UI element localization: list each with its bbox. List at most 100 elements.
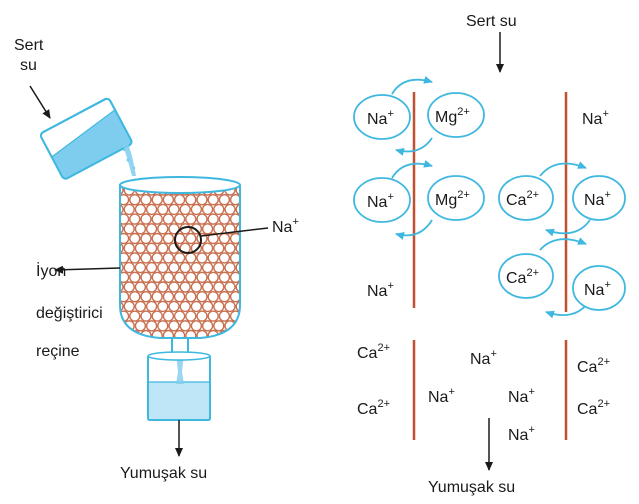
left-hard-water-label: Sert bbox=[14, 37, 44, 54]
resin-bead bbox=[229, 271, 240, 283]
resin-bead bbox=[207, 252, 219, 264]
ion-na-pair2: Na+ bbox=[367, 191, 394, 211]
resin-bead bbox=[162, 193, 175, 206]
resin-bead bbox=[213, 203, 225, 216]
resin-bead bbox=[120, 213, 130, 225]
resin-bead bbox=[151, 252, 163, 264]
exchange-pair-2: Na+ Mg2+ bbox=[353, 159, 485, 240]
exchange-pair-3: Ca2+ Na+ bbox=[498, 161, 626, 237]
resin-bead bbox=[235, 320, 240, 332]
resin-bead bbox=[145, 281, 158, 293]
resin-bead bbox=[207, 213, 219, 225]
resin-bead bbox=[218, 193, 231, 206]
resin-bead bbox=[201, 320, 214, 332]
resin-bead bbox=[213, 223, 225, 235]
exchange-pair-1: Na+ Mg2+ bbox=[353, 75, 485, 156]
resin-bead bbox=[157, 203, 169, 216]
resin-bead bbox=[129, 252, 141, 264]
resin-bead bbox=[134, 320, 147, 332]
resin-bead bbox=[235, 281, 240, 293]
resin-bead bbox=[213, 300, 225, 313]
resin-bead bbox=[224, 242, 236, 254]
resin-bead bbox=[162, 329, 175, 338]
resin-bead bbox=[207, 193, 219, 206]
resin-bead bbox=[120, 242, 124, 254]
resin-bead bbox=[173, 291, 186, 303]
resin-bead bbox=[235, 300, 240, 313]
resin-bead bbox=[179, 203, 191, 216]
resin-bead bbox=[157, 242, 169, 254]
pour-stream bbox=[118, 128, 136, 176]
resin-bead bbox=[173, 213, 186, 225]
left-hard-water-label-2: su bbox=[20, 57, 37, 74]
resin-bead bbox=[185, 271, 197, 283]
resin-bead bbox=[218, 271, 231, 283]
na-pointer-line bbox=[200, 227, 269, 237]
resin-bead bbox=[229, 213, 240, 225]
resin-bead bbox=[179, 261, 191, 274]
resin-bead bbox=[201, 223, 214, 235]
ion-na-pair3: Na+ bbox=[584, 189, 611, 209]
resin-label-line3: reçine bbox=[36, 343, 80, 360]
resin-bead bbox=[201, 203, 214, 216]
free-na-left-mid: Na+ bbox=[367, 280, 394, 300]
resin-bead bbox=[224, 300, 236, 313]
resin-bead bbox=[134, 223, 147, 235]
resin-bead bbox=[190, 203, 203, 216]
resin-bead bbox=[218, 252, 231, 264]
resin-bead bbox=[207, 232, 219, 245]
free-ca-left-2: Ca2+ bbox=[357, 398, 390, 418]
resin-bead bbox=[224, 281, 236, 293]
resin-bead bbox=[235, 242, 240, 254]
resin-bead bbox=[123, 203, 135, 216]
resin-bead bbox=[173, 310, 186, 322]
resin-bead bbox=[145, 261, 158, 274]
resin-bead bbox=[151, 213, 163, 225]
resin-bead bbox=[168, 320, 180, 332]
resin-bead bbox=[162, 232, 175, 245]
resin-bead bbox=[218, 213, 231, 225]
resin-bead bbox=[162, 310, 175, 322]
resin-bead bbox=[179, 320, 191, 332]
resin-bead bbox=[201, 242, 214, 254]
resin-bead bbox=[140, 291, 152, 303]
resin-bead bbox=[120, 291, 130, 303]
resin-bead bbox=[173, 271, 186, 283]
resin-bead bbox=[196, 213, 208, 225]
free-ca-left-1: Ca2+ bbox=[357, 342, 390, 362]
resin-bead bbox=[129, 310, 141, 322]
resin-bead bbox=[151, 232, 163, 245]
resin-bead bbox=[173, 193, 186, 206]
resin-bead bbox=[229, 252, 240, 264]
resin-bead bbox=[207, 291, 219, 303]
resin-bead bbox=[120, 193, 130, 206]
resin-bead bbox=[157, 261, 169, 274]
free-ca-right-1: Ca2+ bbox=[577, 356, 610, 376]
resin-label-arrow bbox=[54, 265, 121, 274]
resin-bead bbox=[120, 329, 130, 338]
resin-na-ion: Na+ bbox=[272, 216, 299, 236]
exchange-pair-4: Ca2+ Na+ bbox=[498, 237, 626, 319]
resin-bead bbox=[145, 223, 158, 235]
resin-bead bbox=[120, 223, 124, 235]
resin-bead bbox=[120, 320, 124, 332]
resin-bead bbox=[224, 223, 236, 235]
resin-bead bbox=[162, 213, 175, 225]
magnify-circle bbox=[174, 226, 202, 254]
resin-bead bbox=[162, 291, 175, 303]
resin-bead bbox=[173, 329, 186, 338]
resin-bead bbox=[190, 281, 203, 293]
resin-bead bbox=[129, 291, 141, 303]
ion-na-pair4: Na+ bbox=[584, 279, 611, 299]
resin-bead bbox=[134, 300, 147, 313]
resin-bead bbox=[190, 261, 203, 274]
right-soft-water-label: Yumuşak su bbox=[428, 479, 515, 496]
resin-bead bbox=[235, 261, 240, 274]
resin-bead bbox=[151, 329, 163, 338]
resin-bead bbox=[196, 193, 208, 206]
resin-bead bbox=[157, 281, 169, 293]
resin-bead bbox=[134, 261, 147, 274]
resin-bead bbox=[120, 232, 130, 245]
resin-bead bbox=[140, 271, 152, 283]
free-na-bottom-4: Na+ bbox=[508, 424, 535, 444]
